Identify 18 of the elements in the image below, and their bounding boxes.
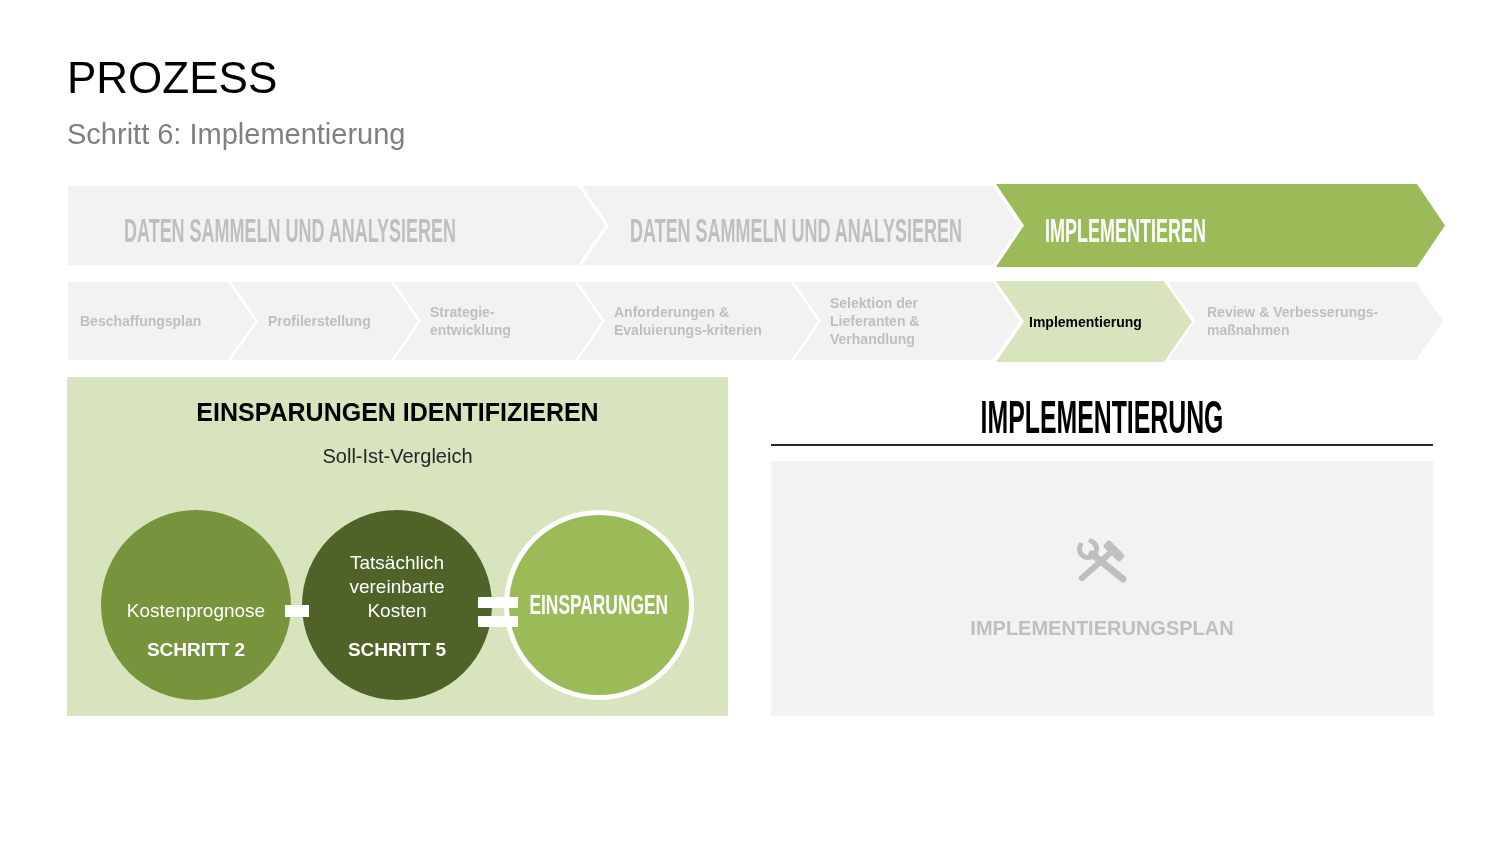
phase-block bbox=[582, 186, 1020, 265]
process-step bbox=[1168, 282, 1443, 360]
content-panel bbox=[67, 377, 728, 716]
result-label: EINSPARUNGEN bbox=[529, 591, 669, 619]
process-step bbox=[996, 281, 1192, 362]
section-heading: IMPLEMENTIERUNG bbox=[980, 394, 1224, 440]
cost-label: Tatsächlich vereinbarte Kosten bbox=[348, 551, 446, 623]
process-step bbox=[794, 282, 1020, 360]
phase-title: IMPLEMENTIEREN bbox=[1045, 213, 1206, 246]
slide-subtitle: Schritt 6: Implementierung bbox=[67, 120, 406, 149]
slide-title: PROZESS bbox=[67, 56, 278, 100]
step-reference: SCHRITT 5 bbox=[347, 638, 447, 662]
panel-heading: EINSPARUNGEN IDENTIFIZIEREN bbox=[196, 400, 599, 425]
panel-subheading: Soll-Ist-Vergleich bbox=[322, 446, 473, 466]
step-title: Implementierung bbox=[1029, 312, 1142, 331]
phase-block bbox=[996, 184, 1445, 267]
cost-label: Kostenprognose bbox=[126, 599, 266, 623]
step-reference: SCHRITT 2 bbox=[146, 638, 246, 662]
